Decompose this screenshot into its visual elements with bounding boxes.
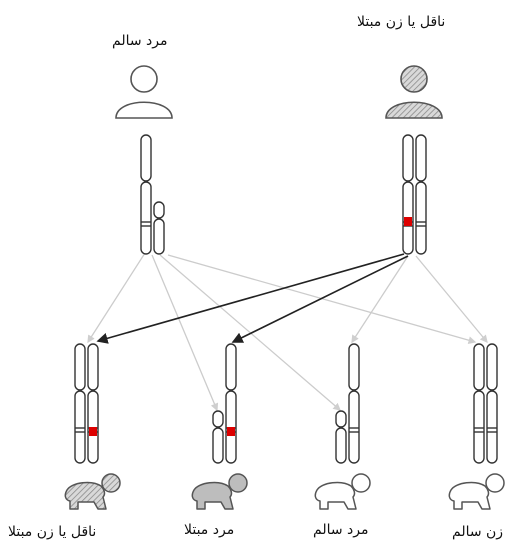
father-to-child3-line: [159, 254, 341, 411]
child4-chromosomes: [473, 343, 498, 464]
father-label: مرد سالم: [112, 33, 168, 49]
child1-label: ناقل یا زن مبتلا: [8, 524, 97, 540]
father-person-icon: [115, 65, 173, 119]
child2-label: مرد مبتلا: [184, 522, 235, 538]
child4-label: زن سالم: [452, 524, 504, 540]
father-to-child1-line: [87, 252, 146, 344]
child1-chromosomes: [74, 343, 99, 464]
child2-chromosomes: [212, 343, 237, 464]
child1-baby-icon: [64, 473, 121, 510]
mother-label: ناقل یا زن مبتلا: [357, 14, 446, 30]
mother-to-child1-line: [96, 253, 405, 344]
mother-x-chromosome-mutated: [402, 134, 414, 255]
father-chromosomes: [140, 134, 165, 255]
inheritance-lines-dark: [96, 253, 409, 344]
father-x-chromosome: [140, 134, 152, 255]
child1-mutation-marker: [89, 427, 97, 436]
mother-mutation-marker: [404, 217, 412, 226]
mother-person-icon: [385, 65, 443, 119]
child2-mutation-marker: [227, 427, 235, 436]
child3-baby-icon: [314, 473, 371, 510]
mother-to-child4-line: [415, 255, 488, 344]
father-y-chromosome: [153, 201, 165, 255]
mother-to-child2-line: [231, 255, 409, 343]
mother-to-child3-line: [351, 255, 409, 344]
mother-x-chromosome-normal: [415, 134, 427, 255]
child3-label: مرد سالم: [313, 522, 369, 538]
father-to-child2-line: [151, 254, 219, 412]
inheritance-lines-light: [87, 252, 488, 412]
child3-chromosomes: [335, 343, 360, 464]
child2-baby-icon: [191, 473, 248, 510]
child4-baby-icon: [448, 473, 505, 510]
mother-chromosomes: [402, 134, 427, 255]
